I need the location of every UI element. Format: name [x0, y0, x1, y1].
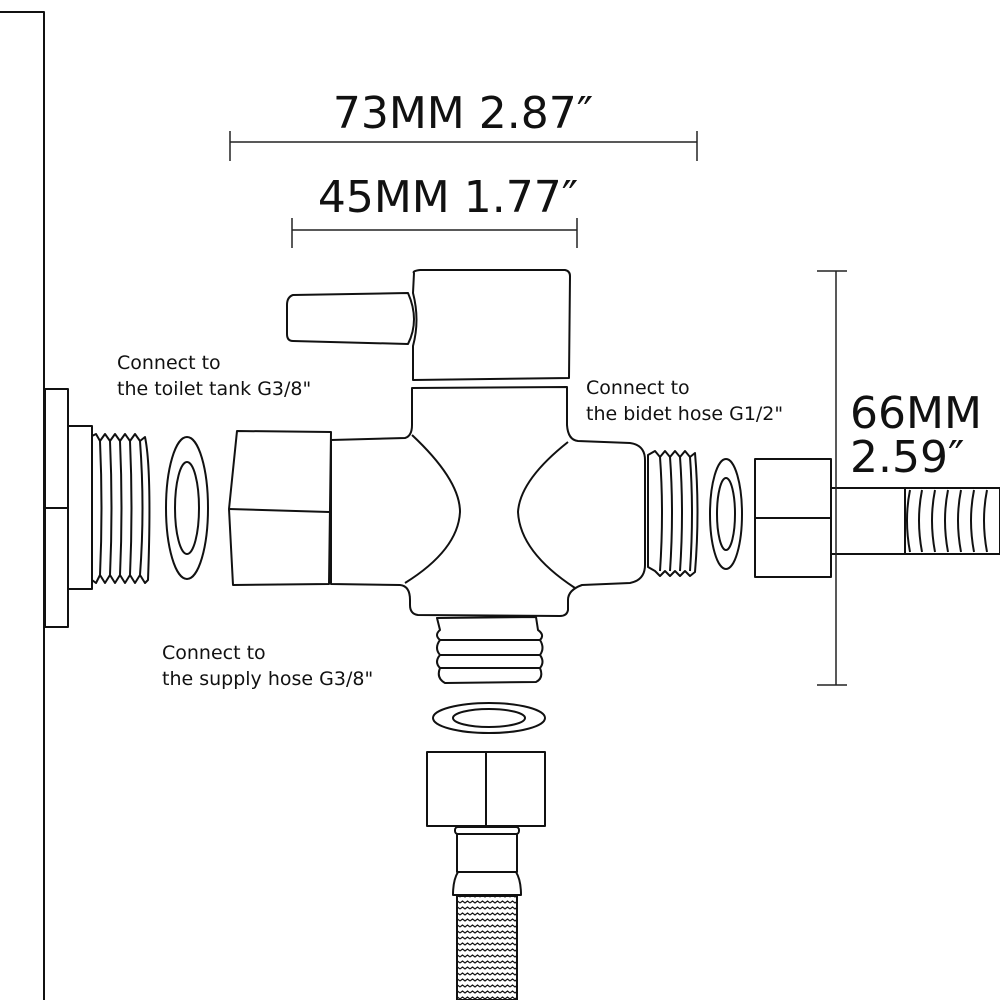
- valve-body: [330, 386, 646, 617]
- label-toilet-tank-line2: the toilet tank G3/8": [117, 378, 312, 400]
- label-toilet-tank-line1: Connect to: [117, 352, 221, 374]
- supply-nut: [426, 751, 546, 827]
- label-supply-hose-line1: Connect to: [162, 642, 266, 664]
- supply-hose: [452, 826, 522, 1000]
- label-bidet-hose-line2: the bidet hose G1/2": [586, 403, 784, 425]
- supply-outlet-thread: [436, 616, 544, 684]
- valve-handle: [286, 269, 571, 381]
- label-toilet-tank: Connect to the toilet tank G3/8": [117, 350, 311, 402]
- bidet-outlet-thread: [647, 450, 699, 577]
- bidet-nut: [754, 458, 832, 578]
- label-bidet-hose: Connect to the bidet hose G1/2": [586, 375, 783, 427]
- dimension-height-mm: 66MM: [850, 388, 982, 439]
- label-supply-hose-line2: the supply hose G3/8": [162, 668, 374, 690]
- bidet-hose: [830, 487, 1000, 555]
- tank-outlet-fitting: [44, 388, 151, 628]
- bidet-washer: [709, 458, 743, 570]
- supply-washer: [432, 702, 546, 734]
- label-supply-hose: Connect to the supply hose G3/8": [162, 640, 373, 692]
- dimension-overall-width-text: 73MM 2.87″: [333, 88, 593, 139]
- dimension-overall-width: 73MM 2.87″: [229, 88, 698, 161]
- dimension-body-width: 45MM 1.77″: [291, 172, 578, 248]
- tank-nut: [228, 430, 332, 586]
- label-bidet-hose-line1: Connect to: [586, 377, 690, 399]
- tank-wall: [0, 11, 45, 1000]
- tank-washer: [165, 436, 209, 580]
- dimension-body-width-text: 45MM 1.77″: [318, 172, 578, 223]
- dimension-height: 66MM 2.59″: [817, 270, 982, 686]
- tank-thread: [91, 433, 151, 584]
- dimension-height-inch: 2.59″: [850, 432, 964, 483]
